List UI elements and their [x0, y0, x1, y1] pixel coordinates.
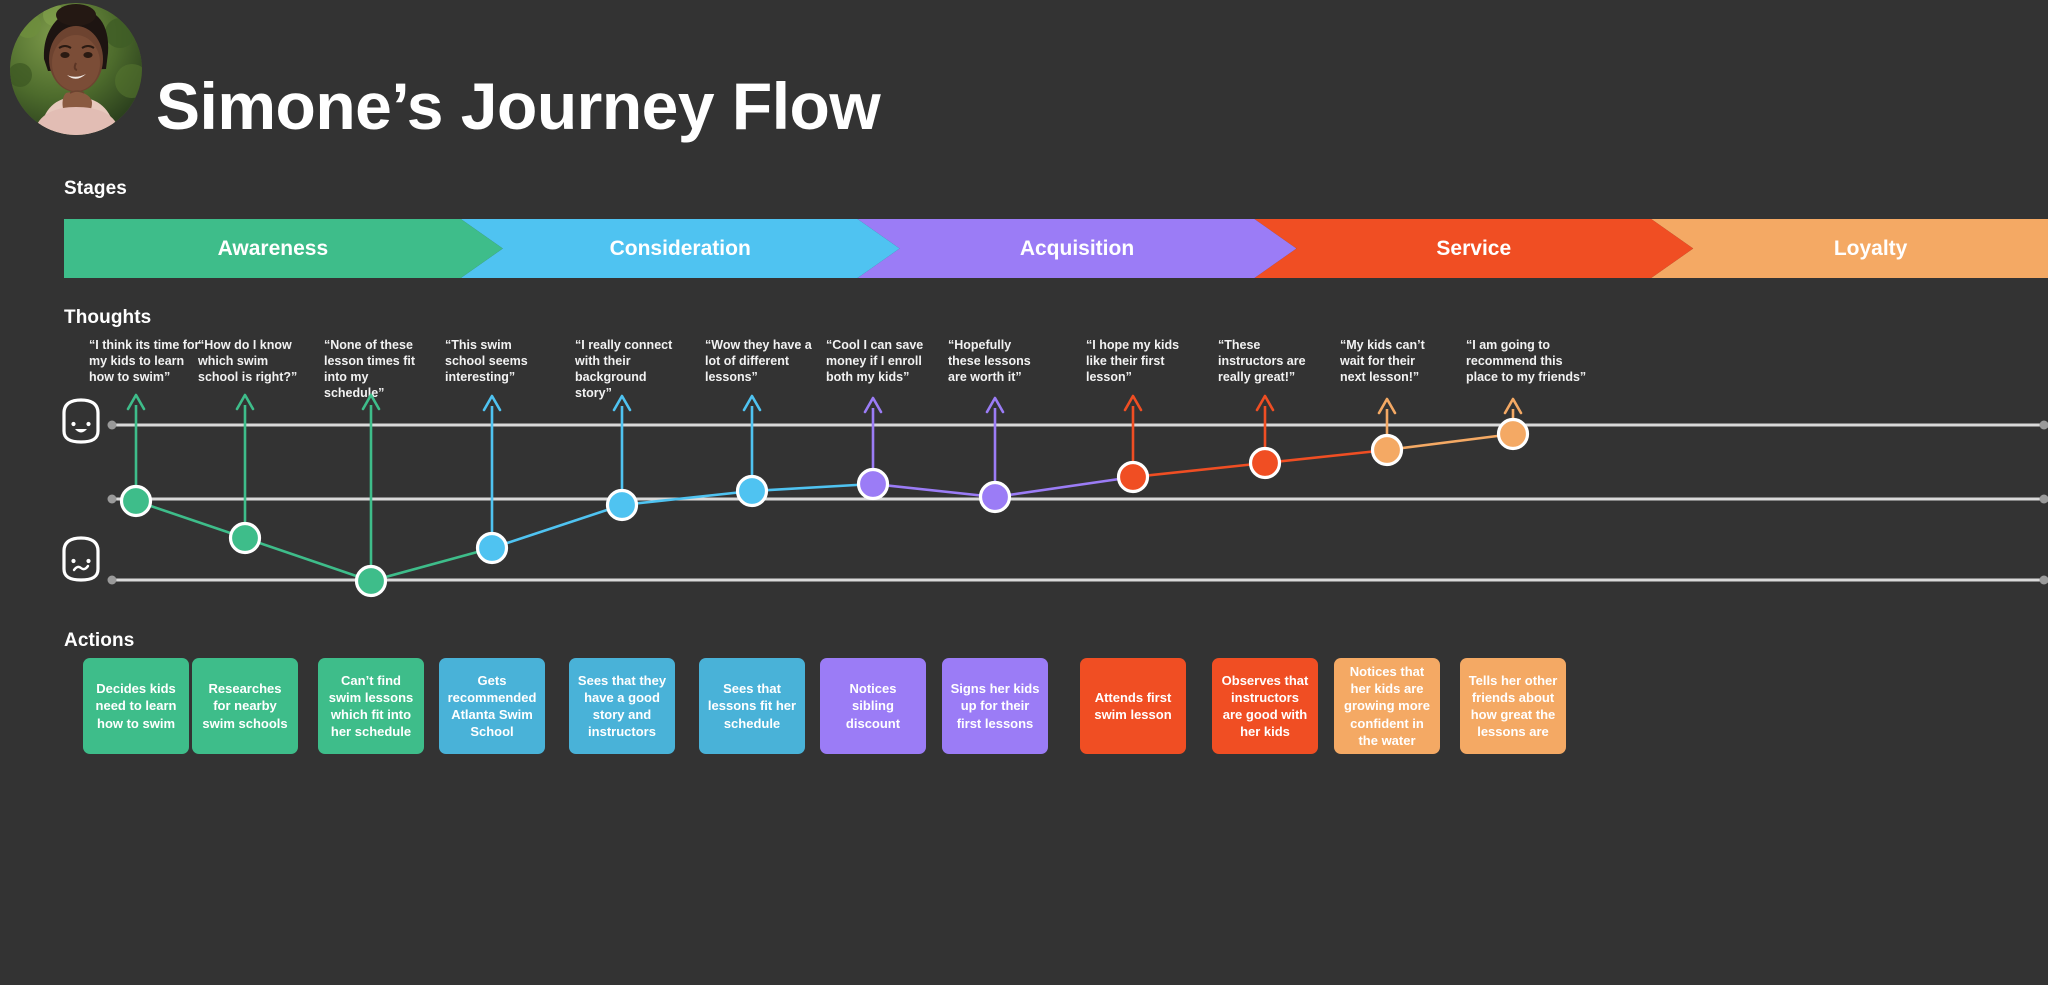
stage-service[interactable]: Service — [1254, 219, 1693, 278]
thought-quote: “Wow they have a lot of different lesson… — [705, 338, 812, 384]
actions-section-label: Actions — [64, 630, 135, 651]
action-card[interactable]: Decides kids need to learn how to swim — [83, 658, 189, 754]
journey-point[interactable] — [475, 531, 509, 565]
journey-line-segment — [994, 475, 1134, 499]
action-card[interactable]: Signs her kids up for their first lesson… — [942, 658, 1048, 754]
action-card[interactable]: Notices that her kids are growing more c… — [1334, 658, 1440, 754]
stage-consideration[interactable]: Consideration — [460, 219, 900, 278]
avatar-photo — [10, 3, 142, 135]
journey-line-segment — [491, 503, 623, 550]
action-card-text: Tells her other friends about how great … — [1468, 672, 1558, 740]
journey-point[interactable] — [1116, 460, 1150, 494]
journey-line-segment — [370, 546, 493, 583]
stage-label: Service — [1436, 236, 1512, 260]
journey-point[interactable] — [354, 564, 388, 598]
emotion-graph — [0, 390, 2048, 620]
thought-arrow — [482, 394, 502, 548]
action-card-text: Notices that her kids are growing more c… — [1344, 664, 1430, 748]
action-card[interactable]: Gets recommended Atlanta Swim School — [439, 658, 545, 754]
sad-face-icon — [58, 535, 104, 583]
action-card-text: Sees that lessons fit her schedule — [707, 681, 797, 731]
happy-face-icon — [58, 397, 104, 445]
thought-quote: “These instructors are really great!” — [1218, 338, 1306, 384]
stage-label: Loyalty — [1833, 236, 1908, 260]
stage-label: Consideration — [609, 236, 751, 260]
action-card-text: Signs her kids up for their first lesson… — [950, 681, 1040, 731]
journey-point[interactable] — [605, 488, 639, 522]
thought-arrow — [361, 393, 381, 581]
actions-row: Decides kids need to learn how to swim Re… — [0, 658, 2048, 754]
journey-line-segment — [135, 499, 246, 540]
action-card-text: Sees that they have a good story and ins… — [577, 672, 667, 740]
action-card[interactable]: Observes that instructors are good with … — [1212, 658, 1318, 754]
thought-arrow — [235, 393, 255, 538]
emotion-graph-svg — [107, 393, 2048, 598]
thought-quote: “I hope my kids like their first lesson” — [1086, 338, 1180, 384]
stages-bar: Awareness Consideration Acquisition Service… — [64, 219, 2048, 278]
action-card-text: Researches for nearby swim schools — [202, 681, 288, 731]
thought-quote: “None of these lesson times fit into my … — [324, 338, 415, 400]
thought-quote: “I think its time for my kids to learn h… — [89, 338, 200, 384]
journey-line-segment — [751, 482, 874, 493]
stage-label: Acquisition — [1019, 236, 1135, 260]
action-card[interactable]: Tells her other friends about how great … — [1460, 658, 1566, 754]
stage-label: Awareness — [217, 236, 329, 260]
thought-arrow — [612, 394, 632, 505]
page-title: Simone’s Journey Flow — [156, 69, 881, 143]
action-card[interactable]: Sees that they have a good story and ins… — [569, 658, 675, 754]
action-card[interactable]: Can’t find swim lessons which fit into h… — [318, 658, 424, 754]
action-card-text: Decides kids need to learn how to swim — [95, 681, 177, 731]
journey-line-segment — [872, 482, 996, 499]
journey-point[interactable] — [1248, 446, 1282, 480]
action-card-text: Observes that instructors are good with … — [1221, 672, 1309, 740]
journey-point[interactable] — [1496, 417, 1530, 451]
action-card[interactable]: Notices sibling discount — [820, 658, 926, 754]
stage-loyalty[interactable]: Loyalty — [1651, 219, 2048, 278]
gridline-end-dot — [2039, 575, 2048, 585]
journey-point[interactable] — [1370, 433, 1404, 467]
thought-quote: “I really connect with their background … — [575, 338, 673, 400]
thought-quote: “Cool I can save money if I enroll both … — [826, 338, 924, 384]
action-card-text: Gets recommended Atlanta Swim School — [447, 672, 537, 740]
gridline-start-dot — [107, 575, 117, 585]
journey-point[interactable] — [978, 480, 1012, 514]
gridline-start-dot — [107, 420, 117, 430]
page-header: Simone’s Journey Flow — [0, 0, 2048, 170]
action-card[interactable]: Attends first swim lesson — [1080, 658, 1186, 754]
journey-point[interactable] — [856, 467, 890, 501]
journey-line-segment — [1386, 432, 1514, 452]
gridline-start-dot — [107, 494, 117, 504]
thought-quote: “Hopefully these lessons are worth it” — [948, 338, 1031, 384]
journey-line-segment — [1132, 461, 1266, 479]
journey-line-segment — [244, 536, 372, 583]
action-card-text: Notices sibling discount — [845, 681, 901, 731]
action-card[interactable]: Researches for nearby swim schools — [192, 658, 298, 754]
journey-point[interactable] — [119, 484, 153, 518]
thought-quote: “My kids can’t wait for their next lesso… — [1340, 338, 1425, 384]
avatar — [10, 3, 142, 135]
journey-point[interactable] — [735, 474, 769, 508]
thought-quote: “How do I know which swim school is righ… — [198, 338, 298, 384]
action-card-text: Can’t find swim lessons which fit into h… — [328, 672, 414, 740]
stage-acquisition[interactable]: Acquisition — [857, 219, 1297, 278]
journey-line-segment — [621, 489, 753, 507]
gridline-end-dot — [2039, 420, 2048, 430]
thought-quote: “I am going to recommend this place to m… — [1466, 338, 1587, 384]
journey-line-segment — [1264, 448, 1388, 465]
stage-awareness[interactable]: Awareness — [64, 219, 503, 278]
thoughts-section-label: Thoughts — [64, 307, 152, 328]
gridline-end-dot — [2039, 494, 2048, 504]
thought-quote: “This swim school seems interesting” — [445, 338, 528, 384]
action-card-text: Attends first swim lesson — [1094, 689, 1172, 722]
action-card[interactable]: Sees that lessons fit her schedule — [699, 658, 805, 754]
journey-point[interactable] — [228, 521, 262, 555]
stages-section-label: Stages — [64, 178, 127, 199]
